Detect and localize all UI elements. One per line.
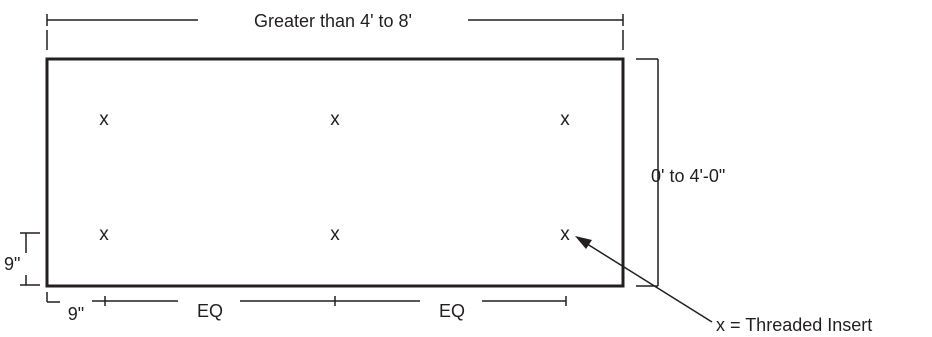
legend-label: x = Threaded Insert <box>716 315 872 335</box>
insert-marker-top-center: x <box>330 109 340 130</box>
insert-marker-bottom-right: x <box>560 224 570 245</box>
legend-callout: x = Threaded Insert <box>575 236 872 335</box>
horizontal-offset-label: 9" <box>68 304 84 324</box>
vertical-offset-label-mask <box>0 253 27 275</box>
legend-leader-line <box>583 241 713 323</box>
overall-length-dimension: Greater than 4' to 8' <box>46 11 624 50</box>
vertical-offset-label: 9" <box>4 254 20 274</box>
height-label: 0' to 4'-0" <box>651 166 725 186</box>
insert-marker-top-right: x <box>560 109 570 130</box>
insert-marker-top-left: x <box>99 109 109 130</box>
vertical-edge-offset-dimension: 9" <box>0 232 40 286</box>
bottom-spacing-dimensions: 9" EQ EQ <box>46 292 567 324</box>
insert-markers: x x x x x x <box>99 109 570 245</box>
spacing-right-label: EQ <box>439 301 465 321</box>
legend-arrowhead <box>575 236 592 249</box>
height-dimension: 0' to 4'-0" <box>636 58 725 287</box>
spacing-left-label: EQ <box>197 301 223 321</box>
insert-marker-bottom-left: x <box>99 224 109 245</box>
insert-marker-bottom-center: x <box>330 224 340 245</box>
panel-outline <box>45 57 625 288</box>
overall-length-label: Greater than 4' to 8' <box>254 11 412 31</box>
